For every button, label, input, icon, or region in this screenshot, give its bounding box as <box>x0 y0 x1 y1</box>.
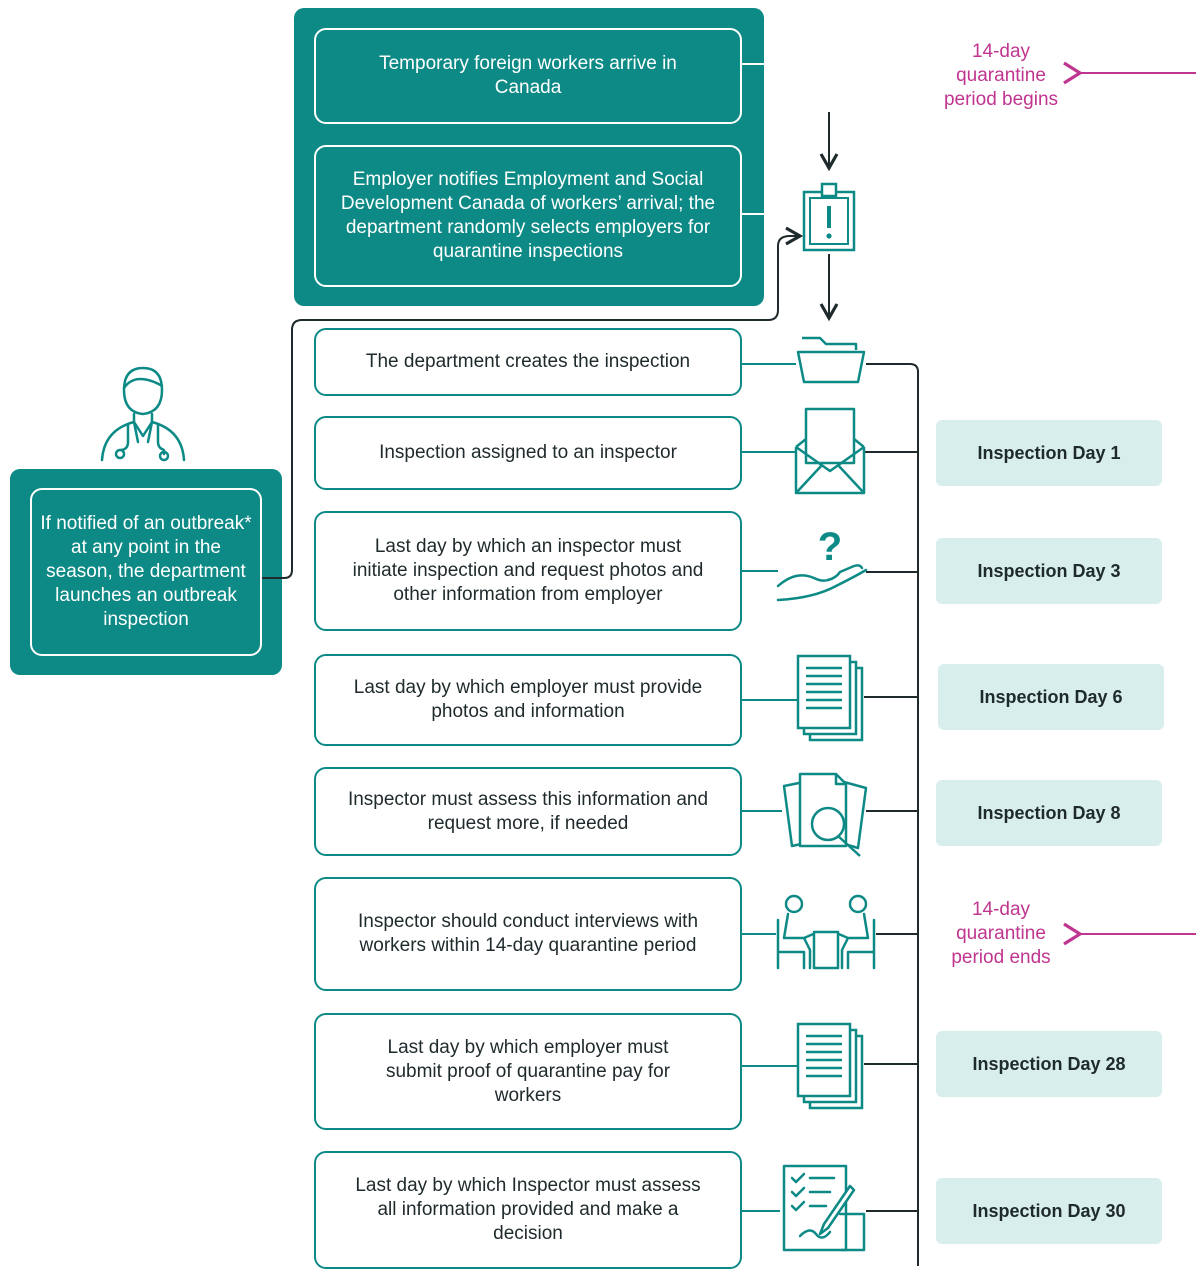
interview-icon <box>776 894 876 970</box>
step-employer-provides: Last day by which employer must provide … <box>314 654 742 746</box>
documents-icon <box>796 1022 864 1110</box>
inspection-day-1: Inspection Day 1 <box>936 420 1162 486</box>
quarantine-begins-label: 14-day quarantine period begins <box>943 41 1059 110</box>
step-create-inspection: The department creates the inspection <box>314 328 742 396</box>
step-employer-notifies: Employer notifies Employment and Social … <box>314 145 742 287</box>
step-assign-inspector: Inspection assigned to an inspector <box>314 416 742 490</box>
doctor-icon <box>100 366 186 462</box>
clipboard-alert-icon <box>802 182 856 252</box>
step-make-decision: Last day by which Inspector must assess … <box>314 1151 742 1269</box>
checklist-sign-icon <box>782 1164 866 1252</box>
step-proof-of-pay: Last day by which employer must submit p… <box>314 1013 742 1130</box>
hand-question-icon: ? <box>776 525 868 602</box>
step-initiate-inspection: Last day by which an inspector must init… <box>314 511 742 631</box>
inspection-day-28: Inspection Day 28 <box>936 1031 1162 1097</box>
folder-icon <box>796 336 866 384</box>
step-conduct-interviews: Inspector should conduct interviews with… <box>314 877 742 991</box>
step-outbreak-inspection: If notified of an outbreak* at any point… <box>30 488 262 656</box>
svg-text:?: ? <box>818 525 842 569</box>
top-panel <box>294 8 764 306</box>
inspection-day-8: Inspection Day 8 <box>936 780 1162 846</box>
outbreak-panel <box>10 469 282 675</box>
envelope-icon <box>794 407 866 495</box>
quarantine-ends-label: 14-day quarantine period ends <box>951 899 1051 968</box>
workers-icon <box>796 30 864 108</box>
step-workers-arrive: Temporary foreign workers arrive in Cana… <box>314 28 742 124</box>
step-assess-information: Inspector must assess this information a… <box>314 767 742 856</box>
inspection-day-3: Inspection Day 3 <box>936 538 1162 604</box>
inspection-day-30: Inspection Day 30 <box>936 1178 1162 1244</box>
magnifier-documents-icon <box>782 772 868 857</box>
inspection-day-6: Inspection Day 6 <box>938 664 1164 730</box>
documents-icon <box>796 654 864 742</box>
